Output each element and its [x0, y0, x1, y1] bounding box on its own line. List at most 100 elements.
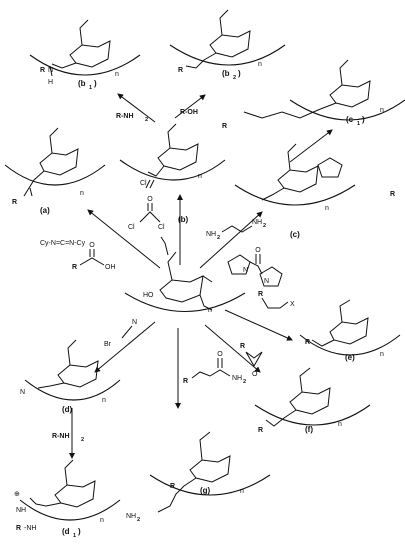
svg-text:1: 1	[73, 533, 76, 539]
reagent-ethylenediamine: NH 2 NH 2	[206, 219, 266, 241]
product-g-carbamoylethyl: R NH 2 (g) n	[126, 431, 271, 523]
svg-text:NH: NH	[206, 231, 216, 238]
product-b2-carbonate: R (b 2 ) n	[169, 9, 286, 81]
svg-text:n: n	[338, 421, 342, 428]
product-c1-nhs-carbamate: R (c 1 ) R n	[222, 59, 405, 198]
svg-text:n: n	[115, 71, 119, 78]
svg-text:-NH: -NH	[24, 525, 36, 532]
label-b2: (b	[222, 69, 230, 78]
svg-text:R: R	[305, 339, 310, 346]
svg-text:2: 2	[81, 437, 84, 443]
svg-text:R: R	[12, 199, 17, 206]
svg-text:R: R	[40, 67, 45, 74]
svg-text:NH: NH	[16, 507, 26, 514]
svg-text:n: n	[380, 351, 384, 358]
svg-text:NH: NH	[252, 219, 262, 226]
reagent-epoxide: R O	[240, 343, 263, 378]
svg-text:n: n	[325, 205, 329, 212]
svg-text:n: n	[80, 190, 84, 197]
svg-text:Cl: Cl	[140, 180, 147, 187]
svg-text:NH: NH	[126, 513, 136, 520]
svg-text:2: 2	[233, 75, 236, 81]
reagent-amine-b1: R-NH 2	[116, 113, 148, 123]
svg-text:O: O	[252, 371, 258, 378]
svg-text:R: R	[183, 378, 188, 385]
svg-text:NH: NH	[232, 375, 242, 382]
svg-text:R: R	[16, 525, 21, 532]
product-e-ether: R (e) n	[299, 299, 401, 362]
svg-text:O: O	[147, 196, 153, 203]
starting-polysaccharide: HO n	[124, 236, 246, 314]
label-g: (g)	[200, 486, 211, 495]
svg-text:R: R	[72, 264, 77, 271]
svg-text:R: R	[240, 343, 245, 350]
svg-text:N: N	[132, 319, 137, 326]
svg-text:n: n	[258, 61, 262, 68]
svg-text:1: 1	[89, 85, 92, 91]
svg-text:2: 2	[217, 235, 220, 241]
svg-text:N: N	[20, 389, 25, 396]
label-e: (e)	[345, 353, 355, 362]
arrow-c-to-c1	[289, 129, 333, 163]
svg-text:R: R	[222, 123, 227, 130]
svg-text:n: n	[100, 517, 104, 524]
product-b-chloroformate: Cl n	[119, 123, 226, 189]
arrow-to-f	[204, 324, 261, 373]
svg-text:⊕: ⊕	[14, 491, 20, 498]
reagent-acrylamide: R O NH 2	[183, 351, 246, 385]
svg-text:): )	[94, 79, 97, 88]
label-a: (a)	[40, 206, 50, 215]
label-c: (c)	[290, 230, 300, 239]
arrow-to-c	[199, 211, 263, 269]
svg-text:N: N	[264, 278, 269, 285]
reagent-carbonyldiimidazole: O N N	[227, 247, 283, 287]
arrow-to-a	[87, 209, 161, 269]
svg-text:2: 2	[145, 117, 148, 123]
svg-text:R: R	[390, 191, 395, 198]
svg-text:N: N	[243, 267, 248, 274]
reagent-cyanogen-bromide: Br N	[104, 319, 137, 348]
svg-text:O: O	[255, 247, 261, 254]
reagent-alkyl-halide: R X	[258, 291, 295, 309]
svg-text:n: n	[380, 107, 384, 114]
svg-text:Br: Br	[104, 341, 112, 348]
svg-text:2: 2	[263, 223, 266, 229]
svg-text:O: O	[89, 242, 95, 249]
label-d1: (d	[62, 527, 70, 536]
label-d: (d)	[62, 405, 73, 414]
reagent-alcohol: R-OH	[180, 109, 198, 116]
svg-text:n: n	[240, 488, 244, 495]
arrow-b-to-b2	[174, 94, 206, 119]
product-a-ester: R (a) n	[4, 127, 106, 215]
label-c1: (c	[346, 115, 354, 124]
arrow-to-e	[224, 309, 293, 341]
svg-text:n: n	[102, 397, 106, 404]
svg-text:): )	[362, 115, 365, 124]
svg-text:R: R	[258, 427, 263, 434]
product-d1-isourea: ⊕ NH R -NH (d 1 ) n	[14, 459, 121, 539]
reagent-amine-d1: R-NH 2	[52, 433, 84, 443]
svg-text:R-NH: R-NH	[52, 433, 70, 440]
reagent-phosgene: O Cl Cl	[128, 196, 165, 231]
svg-text:R-NH: R-NH	[116, 113, 134, 120]
product-c-aminocarbamate: (c) n	[234, 143, 356, 239]
svg-text:X: X	[290, 301, 295, 308]
svg-text:1: 1	[357, 121, 360, 127]
svg-text:2: 2	[243, 379, 246, 385]
svg-text:OH: OH	[105, 264, 116, 271]
product-b1-carbamate: R H N (b 1 ) n	[29, 19, 141, 91]
svg-text:H: H	[48, 79, 53, 86]
reagent-carbodiimide: Cy-N=C=N-Cy	[40, 240, 86, 247]
svg-text:Cl: Cl	[128, 224, 135, 231]
product-f-hydroxyalkyl: R (f) n	[254, 367, 371, 434]
arrow-to-d	[94, 321, 156, 373]
svg-text:n: n	[198, 173, 202, 180]
label-b1: (b	[78, 79, 86, 88]
svg-text:2: 2	[137, 517, 140, 523]
svg-text:Cl: Cl	[158, 224, 165, 231]
repeat-n-label: n	[208, 307, 212, 314]
svg-text:R: R	[170, 483, 175, 490]
svg-text:R: R	[178, 67, 183, 74]
product-d-cyanate: N (d) n	[20, 339, 121, 414]
